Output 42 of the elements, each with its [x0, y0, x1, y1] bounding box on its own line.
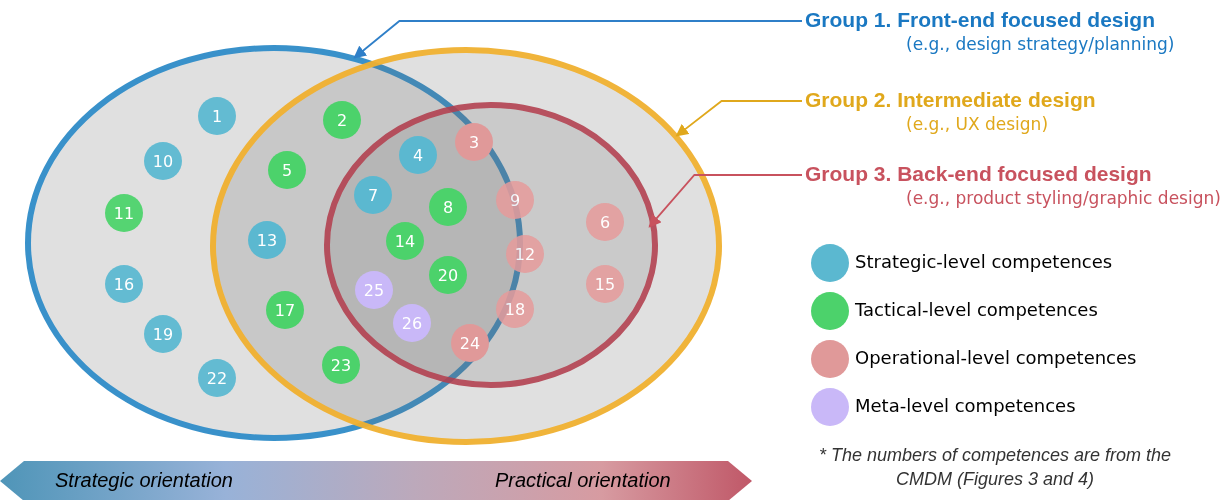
- competence-number: 24: [451, 324, 489, 362]
- competence-number: 25: [355, 271, 393, 309]
- competence-number: 15: [586, 265, 624, 303]
- orientation-band: [0, 461, 752, 500]
- competence-number: 16: [105, 265, 143, 303]
- competence-number: 1: [198, 97, 236, 135]
- competence-number: 14: [386, 222, 424, 260]
- group-example: (e.g., design strategy/planning): [906, 34, 1175, 54]
- competence-number: 12: [506, 235, 544, 273]
- competence-number: 2: [323, 101, 361, 139]
- group-example: (e.g., product styling/graphic design): [906, 188, 1221, 208]
- orientation-label: Practical orientation: [495, 469, 671, 492]
- legend-label: Strategic-level competences: [855, 251, 1113, 272]
- competence-number: 5: [268, 151, 306, 189]
- leader-arrow: [675, 100, 803, 137]
- competence-number: 23: [322, 346, 360, 384]
- legend-label: Meta-level competences: [855, 395, 1076, 416]
- group-example: (e.g., UX design): [906, 114, 1049, 134]
- competence-number: 9: [496, 181, 534, 219]
- competence-number: 13: [248, 221, 286, 259]
- competence-number: 6: [586, 203, 624, 241]
- competence-number: 8: [429, 188, 467, 226]
- leader-arrow: [353, 20, 803, 59]
- competence-number: 4: [399, 136, 437, 174]
- competence-number: 17: [266, 291, 304, 329]
- competence-number: 26: [393, 304, 431, 342]
- footnote: * The numbers of competences are from the CMDM (Figures 3 and 4): [817, 444, 1173, 491]
- competence-number: 19: [144, 315, 182, 353]
- competence-number: 3: [455, 123, 493, 161]
- competence-number: 20: [429, 256, 467, 294]
- group-title: Group 3. Back-end focused design: [805, 162, 1152, 186]
- leader-arrow: [648, 174, 803, 228]
- orientation-label: Strategic orientation: [55, 469, 233, 492]
- competence-number: 11: [105, 194, 143, 232]
- legend-label: Tactical-level competences: [855, 299, 1098, 320]
- group-title: Group 2. Intermediate design: [805, 88, 1096, 112]
- competence-number: 7: [354, 176, 392, 214]
- group-title: Group 1. Front-end focused design: [805, 8, 1155, 32]
- legend-label: Operational-level competences: [855, 347, 1137, 368]
- competence-number: 22: [198, 359, 236, 397]
- competence-number: 10: [144, 142, 182, 180]
- competence-number: 18: [496, 290, 534, 328]
